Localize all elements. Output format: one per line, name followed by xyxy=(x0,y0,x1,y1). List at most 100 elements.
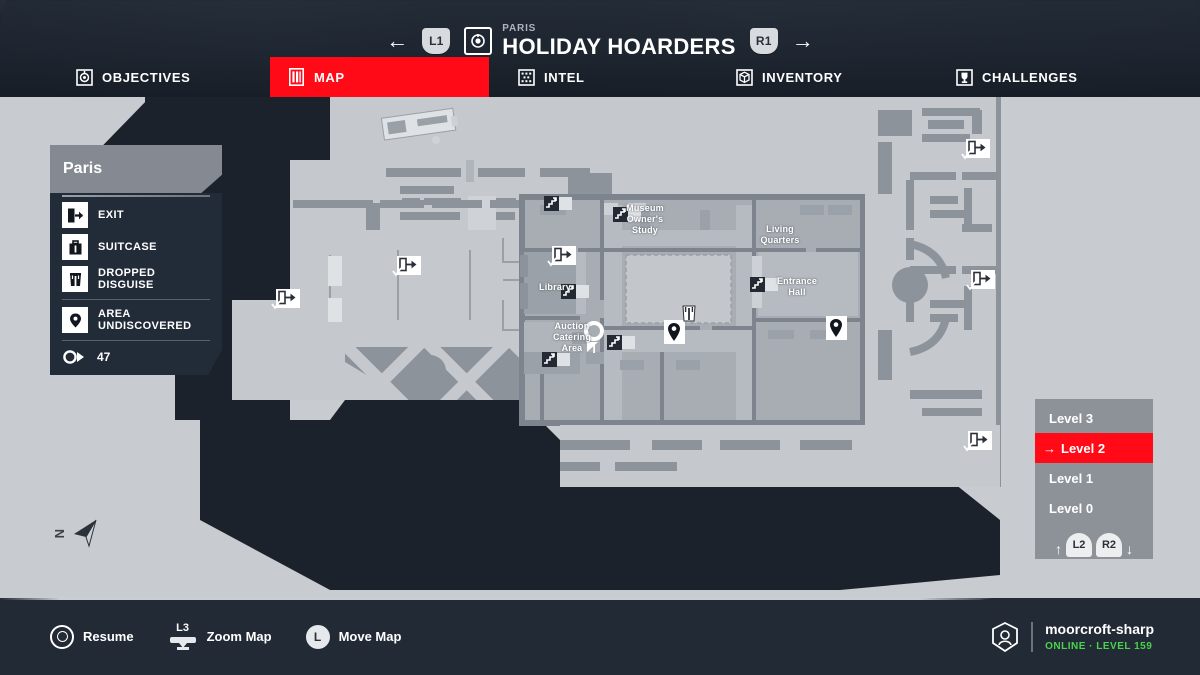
room-label: Entrance Hall xyxy=(776,276,818,297)
legend-counter-value: 47 xyxy=(97,350,111,364)
legend-item-area-undiscovered: AREA UNDISCOVERED xyxy=(50,304,222,336)
map-exit-icon[interactable] xyxy=(392,255,421,277)
map-stairs-plate xyxy=(764,277,778,291)
tab-label: OBJECTIVES xyxy=(102,69,191,85)
player-badge-icon xyxy=(991,621,1019,652)
player-name: moorcroft-sharp xyxy=(1045,621,1154,638)
target-icon xyxy=(464,27,493,55)
level-label: Level 3 xyxy=(1049,410,1094,426)
header-bar: ← L1 PARIS HOLIDAY HOARDERS R1 → OBJECT xyxy=(0,0,1200,97)
inventory-icon xyxy=(736,68,753,87)
mission-location: PARIS xyxy=(502,23,537,34)
objectives-icon xyxy=(76,68,93,87)
legend-item-suitcase: SUITCASE xyxy=(50,231,222,263)
mission-title-block: PARIS HOLIDAY HOARDERS xyxy=(464,24,735,58)
legend-header: Paris xyxy=(50,145,222,193)
legend-item-exit: EXIT xyxy=(50,199,222,231)
level-item-level-1[interactable]: Level 1 xyxy=(1035,463,1153,493)
map-stairs-plate xyxy=(575,284,589,298)
move-map-button[interactable]: L Move Map xyxy=(305,624,402,649)
tab-bar[interactable]: OBJECTIVES MAP INTEL INVENTORY CHALLENGES xyxy=(0,57,1200,97)
left-stick-icon: L xyxy=(305,624,330,649)
tab-inventory[interactable]: INVENTORY xyxy=(718,57,861,97)
map-stairs-icon[interactable] xyxy=(606,334,622,350)
area-undiscovered-icon xyxy=(62,307,88,333)
legend-divider-top xyxy=(62,195,210,197)
legend-item-dropped-disguise: DROPPED DISGUISE xyxy=(50,263,222,295)
map-area-undiscovered-icon[interactable] xyxy=(825,316,847,340)
prev-arrow-icon[interactable]: ← xyxy=(386,28,409,53)
legend-divider-bottom xyxy=(62,340,210,341)
zoom-map-label: Zoom Map xyxy=(206,629,272,644)
move-map-label: Move Map xyxy=(338,629,402,644)
mission-title-row: ← L1 PARIS HOLIDAY HOARDERS R1 → xyxy=(0,22,1200,60)
legend-title: Paris xyxy=(63,160,103,177)
legend-label-area-undiscovered: AREA UNDISCOVERED xyxy=(98,308,192,332)
footer-buttons: Resume L3 Zoom Map L Move Map xyxy=(50,598,401,675)
header-scrim xyxy=(0,0,1200,97)
tab-label: CHALLENGES xyxy=(982,69,1078,85)
svg-text:N: N xyxy=(52,529,67,538)
tab-label: INTEL xyxy=(544,69,585,85)
map-exit-icon[interactable] xyxy=(963,430,992,452)
legend-label-suitcase: SUITCASE xyxy=(98,241,157,253)
level-down-arrow-icon: ↓ xyxy=(1126,541,1133,557)
dropped-disguise-icon xyxy=(62,266,88,292)
l2-trigger-button[interactable]: L2 xyxy=(1066,533,1092,557)
tab-intel[interactable]: INTEL xyxy=(500,57,603,97)
level-item-level-2[interactable]: →Level 2 xyxy=(1035,433,1153,463)
compass-needle-icon xyxy=(74,519,97,548)
map-stairs-plate xyxy=(558,196,572,210)
map-stairs-icon[interactable] xyxy=(612,206,628,222)
challenges-icon xyxy=(956,68,973,87)
legend-label-dropped-disguise: DROPPED DISGUISE xyxy=(98,267,156,291)
resume-button[interactable]: Resume xyxy=(50,624,134,649)
prev-bumper-button[interactable]: L1 xyxy=(422,28,451,54)
l3-badge: L3 xyxy=(176,621,189,634)
player-info: moorcroft-sharp ONLINE · LEVEL 159 xyxy=(991,598,1154,675)
tab-objectives[interactable]: OBJECTIVES xyxy=(58,57,208,97)
legend-panel: Paris EXIT xyxy=(50,145,222,375)
player-position-marker xyxy=(581,320,607,354)
map-exit-icon[interactable] xyxy=(961,138,990,160)
map-exit-icon[interactable] xyxy=(547,245,576,267)
tab-challenges[interactable]: CHALLENGES xyxy=(938,57,1096,97)
tab-map[interactable]: MAP xyxy=(270,57,489,97)
map-icon xyxy=(288,68,305,87)
mission-name: HOLIDAY HOARDERS xyxy=(502,34,736,59)
footer-bar: Resume L3 Zoom Map L Move Map xyxy=(0,598,1200,675)
level-item-level-3[interactable]: Level 3 xyxy=(1035,403,1153,433)
tab-label: INVENTORY xyxy=(762,69,843,85)
room-label: Living Quarters xyxy=(760,224,800,245)
legend-label-exit: EXIT xyxy=(98,209,125,221)
map-stairs-icon[interactable] xyxy=(541,351,557,367)
room-label: Museum Owner's Study xyxy=(626,203,664,235)
map-stairs-icon[interactable] xyxy=(560,283,576,299)
resume-label: Resume xyxy=(83,629,134,644)
zoom-map-button[interactable]: L3 Zoom Map xyxy=(168,621,272,650)
player-divider xyxy=(1031,621,1034,652)
map-dropped-disguise-icon[interactable] xyxy=(680,304,698,322)
map-stairs-icon[interactable] xyxy=(543,195,559,211)
exit-icon xyxy=(62,202,88,228)
next-bumper-button[interactable]: R1 xyxy=(749,28,778,54)
map-stairs-icon[interactable] xyxy=(749,276,765,292)
l3-stick-icon: L3 xyxy=(168,621,198,650)
legend-divider-mid xyxy=(62,299,210,300)
map-exit-icon[interactable] xyxy=(271,288,300,310)
level-item-level-0[interactable]: Level 0 xyxy=(1035,493,1153,523)
map-area-undiscovered-icon[interactable] xyxy=(663,320,685,344)
next-arrow-icon[interactable]: → xyxy=(791,28,814,53)
room-label: Auction Catering Area xyxy=(552,321,592,353)
level-label: Level 0 xyxy=(1049,500,1094,516)
map-exit-icon[interactable] xyxy=(966,269,995,291)
intel-icon xyxy=(518,68,535,87)
r2-trigger-button[interactable]: R2 xyxy=(1096,533,1122,557)
level-label: Level 1 xyxy=(1049,470,1094,486)
level-active-arrow-icon: → xyxy=(1043,440,1056,456)
circle-button-icon xyxy=(50,624,74,649)
